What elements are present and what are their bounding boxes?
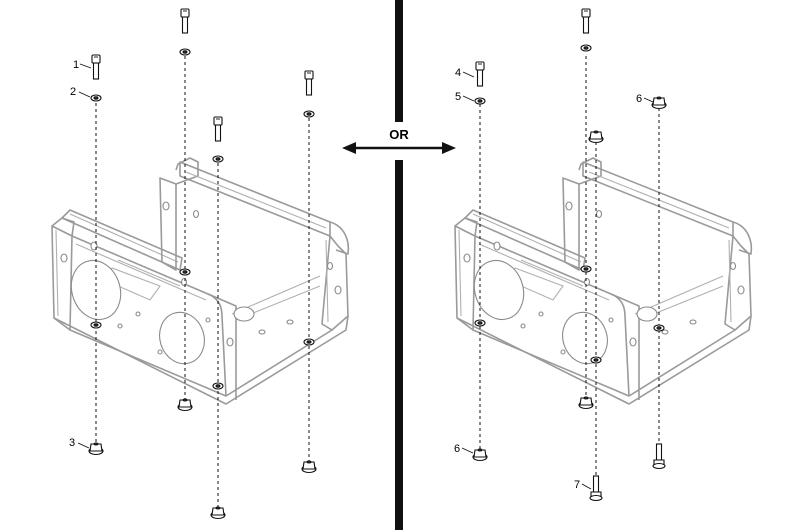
bracket-frame-right xyxy=(454,157,753,405)
flange-nut-icon xyxy=(301,460,317,474)
callout-label: 5 xyxy=(455,91,461,103)
callout-label: 1 xyxy=(73,59,79,71)
arrow-left-icon xyxy=(342,142,356,154)
flange-nut-icon xyxy=(472,448,488,462)
right-assembly: 4 5 6 6 7 xyxy=(454,8,753,502)
cap-screw-icon xyxy=(213,116,223,142)
hole-marker xyxy=(212,382,224,390)
hole-marker xyxy=(90,321,102,329)
divider-bar-top xyxy=(395,0,403,122)
washer-icon xyxy=(303,110,315,118)
arrow-right-icon xyxy=(442,142,456,154)
hex-bolt-icon xyxy=(652,443,666,470)
divider-bar-bottom xyxy=(395,160,403,530)
flange-nut-icon xyxy=(588,130,604,144)
flange-nut-icon xyxy=(210,506,226,520)
callout-label: 7 xyxy=(574,479,580,491)
callout-label: 3 xyxy=(69,437,75,449)
cap-screw-icon xyxy=(581,8,591,34)
cap-screw-icon xyxy=(475,61,485,87)
cap-screw-icon xyxy=(180,8,190,34)
hole-marker xyxy=(179,268,191,276)
cap-screw-icon xyxy=(91,54,101,80)
center-divider: OR xyxy=(342,0,456,530)
flange-nut-icon xyxy=(651,96,667,110)
callout-label: 6 xyxy=(636,93,642,105)
hole-marker xyxy=(580,265,592,273)
washer-icon xyxy=(90,94,102,102)
washer-icon xyxy=(179,48,191,56)
callout-label: 4 xyxy=(455,67,461,79)
left-assembly: 1 2 3 xyxy=(51,8,350,520)
flange-nut-icon xyxy=(578,396,594,410)
callout-label: 6 xyxy=(454,443,460,455)
washer-icon xyxy=(580,44,592,52)
hole-marker xyxy=(653,324,665,332)
hole-marker xyxy=(474,319,486,327)
hex-bolt-icon xyxy=(589,475,603,502)
cap-screw-icon xyxy=(304,70,314,96)
flange-nut-icon xyxy=(88,442,104,456)
washer-icon xyxy=(212,155,224,163)
callout-label: 2 xyxy=(70,86,76,98)
hole-marker xyxy=(303,338,315,346)
or-label: OR xyxy=(389,127,409,142)
flange-nut-icon xyxy=(177,398,193,412)
washer-icon xyxy=(474,97,486,105)
hole-marker xyxy=(590,356,602,364)
